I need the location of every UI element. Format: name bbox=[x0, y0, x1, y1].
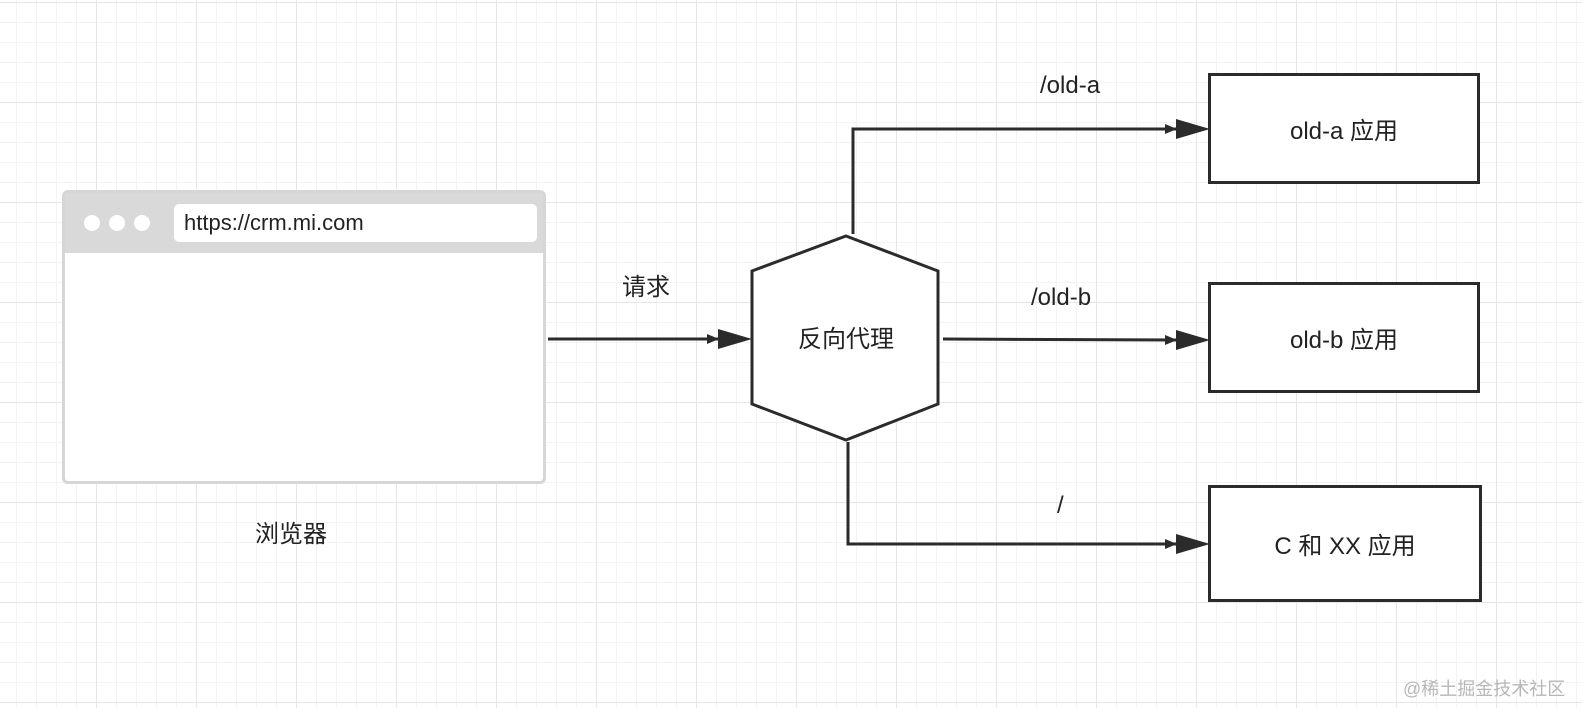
reverse-proxy-hexagon bbox=[750, 234, 940, 442]
browser-caption: 浏览器 bbox=[255, 521, 327, 548]
watermark: @稀土掘金技术社区 bbox=[1403, 679, 1566, 699]
route-a-label: /old-a bbox=[1040, 72, 1101, 99]
request-arrowhead bbox=[718, 329, 752, 349]
route-b-arrow bbox=[942, 334, 1177, 345]
old-a-app-label: old-a 应用 bbox=[1289, 118, 1399, 145]
old-b-app-label: old-b 应用 bbox=[1289, 327, 1399, 354]
route-b-arrowhead bbox=[1176, 330, 1210, 350]
route-b-label: /old-b bbox=[1031, 284, 1092, 311]
browser-toolbar: https://crm.mi.com bbox=[65, 193, 543, 253]
c-xx-app-label: C 和 XX 应用 bbox=[1274, 533, 1416, 560]
address-bar: https://crm.mi.com bbox=[174, 204, 537, 242]
request-label: 请求 bbox=[622, 274, 670, 301]
reverse-proxy-label: 反向代理 bbox=[798, 326, 894, 353]
route-root-arrow bbox=[846, 442, 1177, 549]
route-root-arrowhead bbox=[1176, 534, 1210, 554]
old-b-app-box: old-b 应用 bbox=[1208, 282, 1480, 393]
route-root-label: / bbox=[1057, 492, 1064, 519]
route-a-arrowhead bbox=[1176, 119, 1210, 139]
window-dot-icon bbox=[134, 215, 150, 231]
window-dot-icon bbox=[109, 215, 125, 231]
route-a-arrow bbox=[851, 124, 1177, 234]
old-a-app-box: old-a 应用 bbox=[1208, 73, 1480, 184]
c-xx-app-box: C 和 XX 应用 bbox=[1208, 485, 1482, 602]
window-dot-icon bbox=[84, 215, 100, 231]
browser-window: https://crm.mi.com bbox=[62, 190, 546, 484]
